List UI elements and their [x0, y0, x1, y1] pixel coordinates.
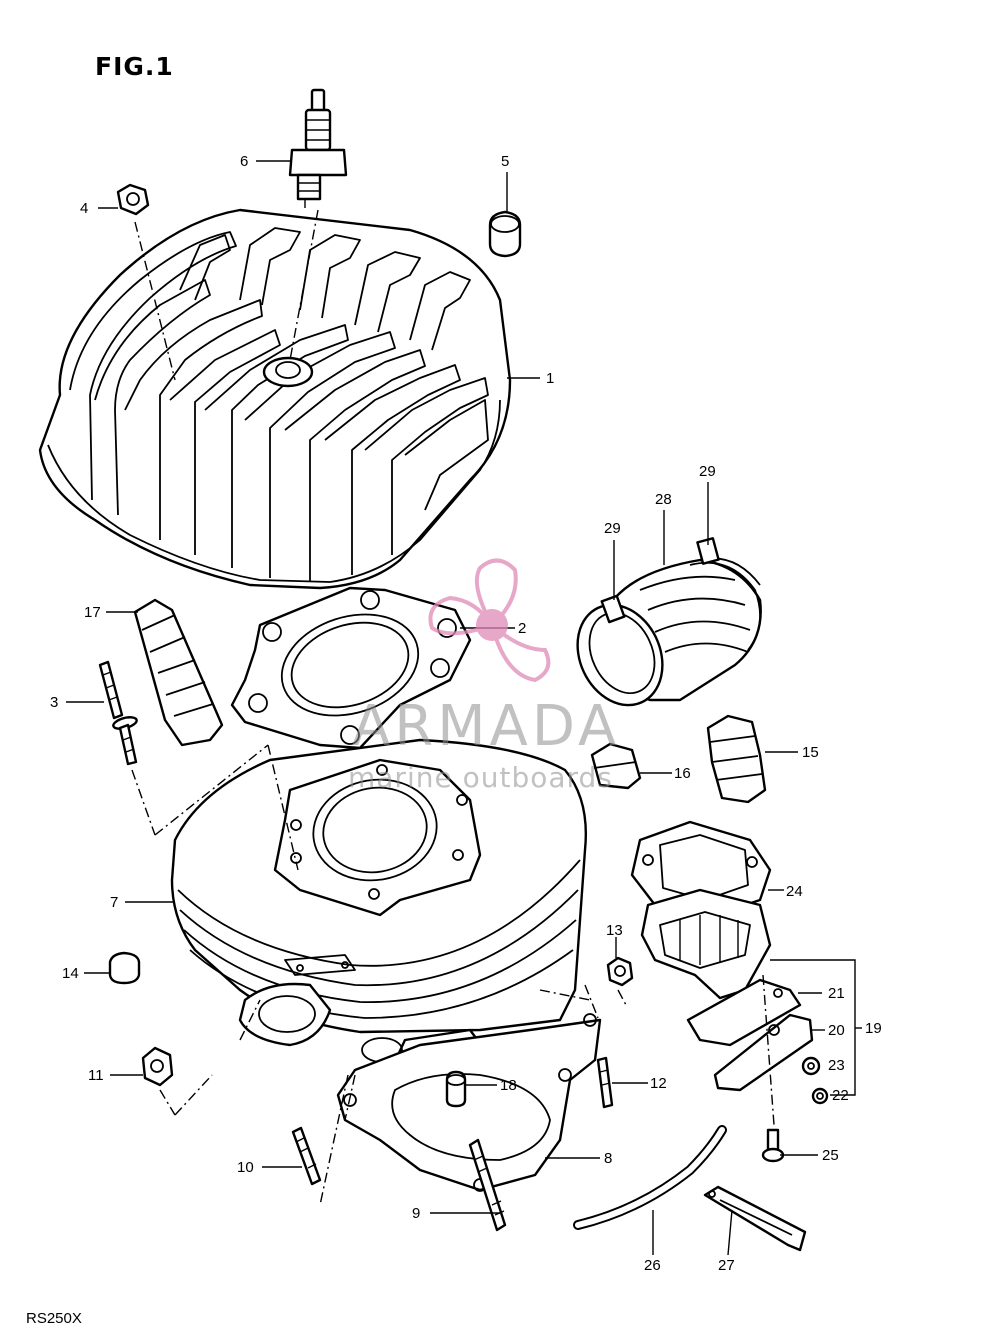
callout-4: 4 — [80, 200, 88, 217]
base-gasket[interactable] — [336, 1013, 602, 1192]
callout-8: 8 — [604, 1150, 612, 1167]
callout-15: 15 — [802, 744, 819, 761]
cap-5[interactable] — [488, 210, 522, 258]
propeller-logo-icon — [428, 558, 551, 683]
stud-10[interactable] — [291, 1126, 322, 1186]
callout-20: 20 — [828, 1022, 845, 1039]
callout-14: 14 — [62, 965, 79, 982]
callout-23: 23 — [828, 1057, 845, 1074]
reed-plate-21[interactable] — [686, 978, 802, 1047]
callout-26: 26 — [644, 1257, 661, 1274]
callout-28: 28 — [655, 491, 672, 508]
pin-12[interactable] — [596, 1056, 614, 1109]
callout-3: 3 — [50, 694, 58, 711]
callout-21: 21 — [828, 985, 845, 1002]
callout-7: 7 — [110, 894, 118, 911]
dowel-18[interactable] — [445, 1070, 467, 1108]
callout-2: 2 — [518, 620, 526, 637]
callout-25: 25 — [822, 1147, 839, 1164]
callout-9: 9 — [412, 1205, 420, 1222]
callout-17: 17 — [84, 604, 101, 621]
callout-5: 5 — [501, 153, 509, 170]
watermark-brand: ARMADA — [352, 694, 620, 759]
watermark-tagline: marine outboards — [348, 761, 613, 794]
callout-13: 13 — [606, 922, 623, 939]
hose-clamp-27[interactable] — [703, 1185, 807, 1252]
reed-plate-20[interactable] — [713, 1013, 814, 1092]
callout-24: 24 — [786, 883, 803, 900]
leader-lines — [66, 160, 862, 1256]
callout-22: 22 — [832, 1087, 849, 1104]
figure-title: FIG.1 — [95, 52, 174, 81]
callout-27: 27 — [718, 1257, 735, 1274]
head-gasket[interactable] — [230, 586, 472, 750]
cap-14[interactable] — [108, 951, 141, 985]
base-nut[interactable] — [141, 1046, 174, 1087]
callout-numbers: 1 2 3 4 5 6 7 8 9 10 11 12 13 14 15 16 1… — [50, 153, 882, 1274]
callout-16: 16 — [674, 765, 691, 782]
head-nut[interactable] — [116, 183, 150, 216]
callout-19: 19 — [865, 1020, 882, 1037]
reed-valve-assembly[interactable] — [640, 888, 772, 1000]
washer-23[interactable] — [801, 1056, 821, 1076]
spark-plug[interactable] — [288, 88, 348, 208]
callout-6: 6 — [240, 153, 248, 170]
assembly-lines — [131, 209, 775, 1206]
watermark: ARMADA marine outboards — [348, 558, 620, 794]
bolt-25[interactable] — [761, 1128, 785, 1163]
callout-10: 10 — [237, 1159, 254, 1176]
intake-clamp-rear[interactable] — [689, 537, 761, 651]
model-code: RS250X — [26, 1310, 82, 1327]
nut-13[interactable] — [606, 956, 634, 987]
fin-damper-16[interactable] — [590, 742, 642, 790]
stud-bolt-3[interactable] — [98, 660, 138, 766]
fin-damper-15[interactable] — [706, 714, 767, 804]
callout-29-rear: 29 — [699, 463, 716, 480]
callout-1: 1 — [546, 370, 554, 387]
cylinder[interactable] — [170, 738, 587, 1068]
cylinder-head[interactable] — [38, 208, 512, 590]
hose-26[interactable] — [573, 1125, 727, 1230]
fin-damper-17[interactable] — [133, 598, 224, 747]
callout-29-front: 29 — [604, 520, 621, 537]
reed-valve-gasket[interactable] — [630, 820, 772, 922]
callout-11: 11 — [88, 1067, 104, 1084]
callout-18: 18 — [500, 1077, 517, 1094]
callout-12: 12 — [650, 1075, 667, 1092]
intake-clamp-front[interactable] — [562, 591, 678, 719]
screw-22[interactable] — [811, 1087, 829, 1105]
